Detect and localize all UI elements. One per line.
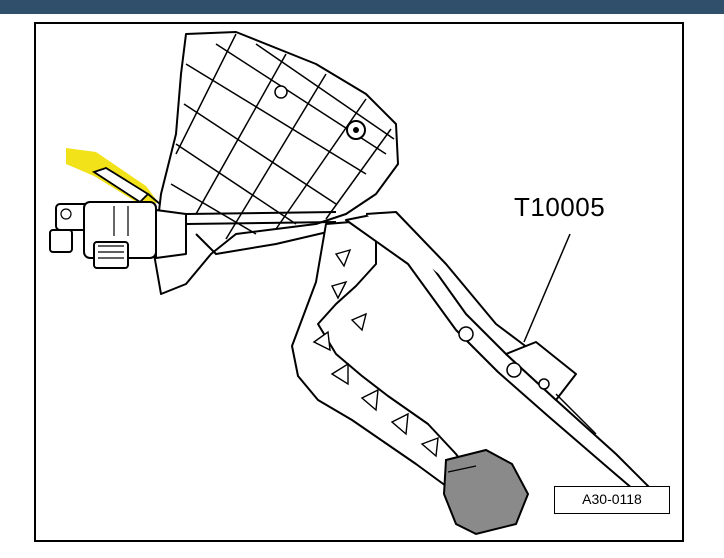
sensor-connector: [49, 201, 187, 269]
bracket-lattice: [170, 33, 395, 240]
clamp-details: [458, 326, 597, 435]
window-header-bar: [0, 0, 724, 14]
sensor-pin: [91, 167, 161, 205]
special-tool-clamp: [345, 211, 657, 503]
pedal-assembly-drawing: [49, 31, 657, 536]
figure-frame: T10005 A30-0118: [34, 22, 684, 542]
pedal-arm-cutouts: [312, 248, 439, 458]
connector-details: [60, 206, 129, 259]
pedal-pad: [442, 448, 530, 536]
pivot-bolt: [274, 85, 366, 140]
tool-label: T10005: [514, 192, 606, 222]
tool-leader-line: [523, 233, 571, 343]
figure-code: A30-0118: [554, 486, 670, 514]
linkage-rods: [185, 211, 337, 256]
pedal-arm: [291, 219, 473, 487]
